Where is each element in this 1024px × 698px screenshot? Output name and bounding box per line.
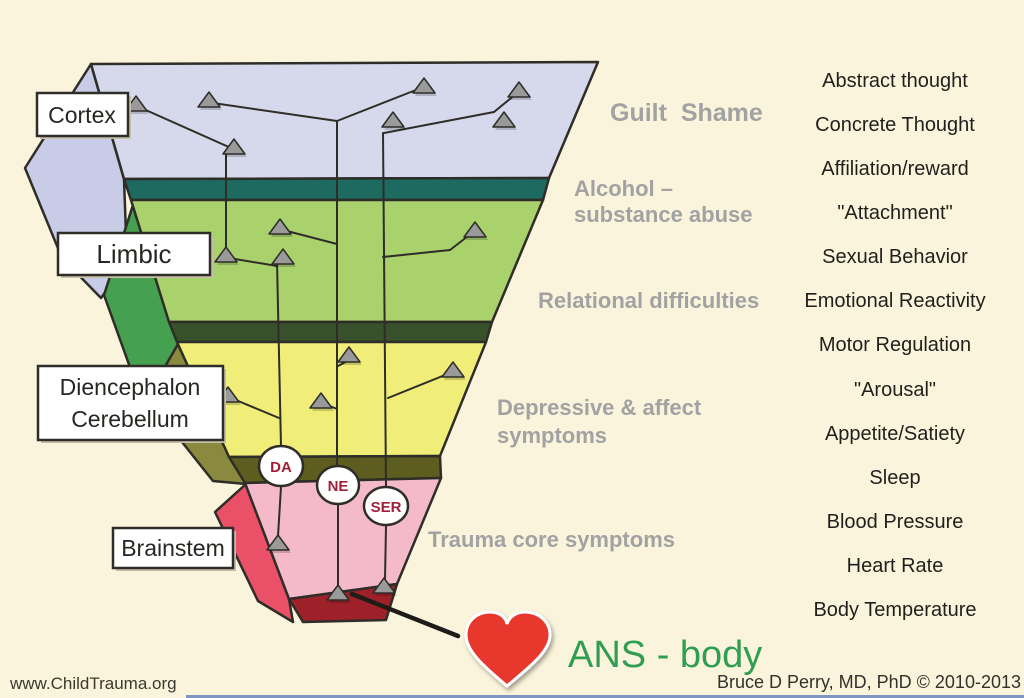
axon-line — [276, 260, 282, 448]
axon-line — [387, 372, 451, 399]
function-item: Sexual Behavior — [822, 246, 968, 269]
footer-credit: Bruce D Perry, MD, PhD © 2010-2013 — [716, 672, 1021, 692]
synapse-triangle-icon — [214, 246, 238, 263]
axon-lines — [138, 87, 517, 587]
synapse-triangle-icon — [222, 138, 246, 155]
axon-line — [382, 249, 451, 258]
function-item: Heart Rate — [846, 554, 944, 577]
synapse-triangle-icon — [309, 392, 333, 409]
axon-line — [277, 486, 282, 537]
synapse-triangle-icon — [381, 111, 405, 128]
synapse-triangle-icon — [463, 221, 487, 238]
depressive-text-line2: symptoms — [497, 423, 607, 448]
function-item: Sleep — [869, 466, 921, 489]
diencephalon-label-line1: Diencephalon — [60, 374, 201, 400]
relational-text: Relational difficulties — [538, 288, 759, 313]
synapse-triangle-icon — [197, 91, 221, 108]
footer-website: www.ChildTrauma.org — [10, 674, 177, 693]
function-item: Blood Pressure — [826, 510, 964, 533]
axon-line — [384, 525, 387, 580]
ne-label: NE — [328, 478, 349, 495]
functions-list: Abstract thought Concrete Thought Affili… — [766, 60, 1024, 622]
limbic-label: Limbic — [96, 239, 171, 269]
ser-label: SER — [371, 499, 402, 516]
synapse-triangle-icon — [326, 584, 350, 601]
synapse-triangle-icon — [268, 218, 292, 235]
function-item: Motor Regulation — [818, 334, 972, 357]
limbic-diencephalon-band — [167, 320, 494, 344]
synapse-triangle-icon — [492, 111, 516, 128]
function-item: "Arousal" — [853, 378, 936, 401]
brainstem-bottom-face — [287, 582, 399, 624]
bottom-divider-line — [186, 695, 1024, 698]
axon-line — [212, 102, 338, 122]
trauma-text: Trauma core symptoms — [428, 527, 675, 552]
heart-icon — [464, 610, 552, 688]
alcohol-text-line2: substance abuse — [574, 202, 753, 227]
da-circle — [257, 444, 305, 488]
axon-line — [382, 132, 387, 488]
synapse-triangle-icon — [266, 534, 290, 551]
cortex-label: Cortex — [48, 102, 116, 128]
function-item: Body Temperature — [813, 598, 977, 621]
da-label: DA — [270, 459, 292, 476]
axon-line — [383, 111, 495, 134]
synapse-triangle-icon — [441, 361, 465, 378]
cortex-label-box: Cortex — [35, 91, 131, 139]
ser-circle — [362, 485, 410, 527]
synapse-triangle-icon — [507, 81, 531, 98]
alcohol-text-line1: Alcohol – — [574, 176, 673, 201]
limbic-label-box: Limbic — [56, 231, 213, 278]
ans-pointer-line — [349, 591, 461, 639]
function-item: Affiliation/reward — [821, 158, 969, 181]
brainstem-label: Brainstem — [121, 535, 225, 561]
diencephalon-label-line2: Cerebellum — [71, 406, 189, 432]
function-item: Appetite/Satiety — [824, 422, 966, 445]
synapse-triangle-icon — [372, 577, 396, 594]
ne-circle — [315, 464, 361, 506]
axon-line — [282, 229, 338, 245]
synapse-triangle-icon — [337, 346, 361, 363]
brainstem-label-box: Brainstem — [111, 526, 236, 571]
function-item: Concrete Thought — [815, 114, 975, 137]
function-item: "Attachment" — [837, 202, 953, 225]
diencephalon-label-box: Diencephalon Cerebellum — [36, 364, 226, 443]
guilt-shame-text: Guilt Shame — [610, 99, 763, 127]
axon-line — [228, 257, 278, 267]
synapse-triangle-icon — [271, 248, 295, 265]
axon-line — [336, 87, 422, 122]
depressive-text-line1: Depressive & affect — [497, 395, 702, 420]
function-item: Emotional Reactivity — [804, 290, 986, 313]
function-item: Abstract thought — [822, 70, 968, 92]
synapse-triangle-icon — [412, 77, 436, 94]
ans-body-label: ANS - body — [568, 634, 762, 676]
axon-line — [138, 106, 232, 149]
